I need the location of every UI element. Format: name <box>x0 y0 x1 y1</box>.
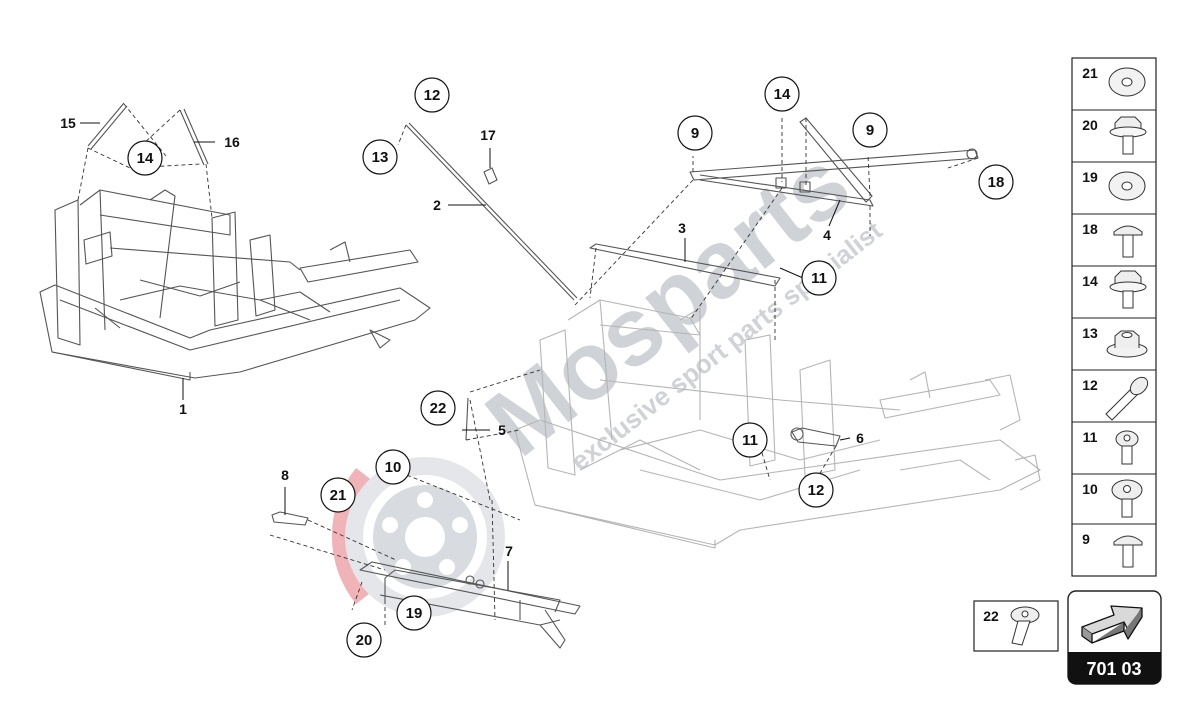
svg-text:11: 11 <box>742 432 758 449</box>
torx-screw-icon <box>1115 430 1139 465</box>
reference-code: 701 03 <box>1086 659 1141 679</box>
part-label-4: 4 <box>823 227 831 243</box>
legend-item-14: 14 <box>1082 273 1098 289</box>
svg-text:11: 11 <box>811 270 827 287</box>
callout-21[interactable]: 21 <box>320 477 356 513</box>
washer-icon <box>1108 171 1146 201</box>
svg-text:20: 20 <box>356 632 373 649</box>
svg-text:12: 12 <box>424 87 441 104</box>
part-label-3: 3 <box>678 220 686 236</box>
callout-11[interactable]: 11 <box>801 260 837 296</box>
washer-icon <box>1108 67 1146 97</box>
svg-text:9: 9 <box>691 125 699 142</box>
part-labels: 15 16 1 17 2 3 4 5 6 8 7 <box>60 115 864 559</box>
part-label-1: 1 <box>179 401 187 417</box>
part-label-17: 17 <box>480 127 496 143</box>
panel-3 <box>589 243 781 287</box>
legend-item-12: 12 <box>1082 377 1098 393</box>
svg-text:14: 14 <box>774 86 791 103</box>
legend-item-18: 18 <box>1082 221 1098 237</box>
main-frame <box>514 299 1041 549</box>
svg-text:14: 14 <box>137 150 154 167</box>
callout-12[interactable]: 12 <box>414 77 450 113</box>
callout-14[interactable]: 14 <box>127 140 163 176</box>
svg-text:19: 19 <box>406 605 423 622</box>
part-label-6: 6 <box>856 430 864 446</box>
callout-14[interactable]: 14 <box>764 76 800 112</box>
callout-9[interactable]: 9 <box>852 112 888 148</box>
rod-5 <box>465 397 469 441</box>
bracket-8 <box>271 511 309 526</box>
fastener-legend: 21 20 19 18 14 13 12 11 10 9 <box>1071 57 1157 577</box>
strut-16 <box>179 108 209 166</box>
part-label-5: 5 <box>498 422 506 438</box>
hex-bolt-collar-icon <box>1109 116 1147 155</box>
sub-frame-7 <box>359 561 581 649</box>
flange-nut-icon <box>1106 330 1148 358</box>
guide-lines <box>77 103 979 626</box>
legend-item-13: 13 <box>1082 325 1098 341</box>
callout-9[interactable]: 9 <box>677 115 713 151</box>
legend-item-19: 19 <box>1082 169 1098 185</box>
bracket-6-pivot <box>790 427 804 441</box>
long-bolt-icon <box>1105 376 1149 421</box>
callout-20[interactable]: 20 <box>346 622 382 658</box>
callout-22[interactable]: 22 <box>420 390 456 426</box>
flange-bolt-icon <box>1010 606 1040 646</box>
legend-item-22-box: 22 <box>973 600 1059 652</box>
callout-19[interactable]: 19 <box>396 595 432 631</box>
legend-item-9: 9 <box>1082 531 1090 547</box>
pan-head-screw-icon <box>1113 225 1143 258</box>
clip-17 <box>483 167 498 185</box>
svg-text:9: 9 <box>866 122 874 139</box>
pan-head-screw-icon <box>1113 535 1143 568</box>
arrow-icon <box>1081 605 1143 644</box>
svg-text:12: 12 <box>808 482 825 499</box>
part-label-16: 16 <box>224 134 240 150</box>
callout-13[interactable]: 13 <box>362 139 398 175</box>
callout-12[interactable]: 12 <box>798 472 834 508</box>
watermark-wheel-icon <box>331 457 505 617</box>
legend-item-22: 22 <box>983 608 999 624</box>
left-frame-assembly <box>39 189 431 381</box>
legend-item-20: 20 <box>1082 117 1098 133</box>
legend-item-10: 10 <box>1082 481 1098 497</box>
stay-rod-2 <box>405 122 578 301</box>
strut-15 <box>87 102 128 150</box>
torx-flange-screw-icon <box>1111 479 1143 518</box>
callout-10[interactable]: 10 <box>375 449 411 485</box>
svg-text:18: 18 <box>988 174 1005 191</box>
part-label-8: 8 <box>281 467 289 483</box>
callout-circles: 14 12 13 9 14 9 18 11 22 11 12 10 21 19 … <box>127 76 1014 658</box>
svg-text:10: 10 <box>385 459 402 476</box>
svg-text:22: 22 <box>430 400 447 417</box>
part-label-2: 2 <box>433 197 441 213</box>
svg-text:13: 13 <box>372 149 389 166</box>
legend-item-21: 21 <box>1082 65 1098 81</box>
watermark: Mosparts exclusive sport parts specialis… <box>331 129 888 617</box>
svg-text:21: 21 <box>330 487 347 504</box>
part-label-15: 15 <box>60 115 76 131</box>
callout-11[interactable]: 11 <box>732 422 768 458</box>
part-label-7: 7 <box>505 543 513 559</box>
reference-box: 701 03 <box>1067 590 1162 685</box>
legend-item-11: 11 <box>1083 429 1098 445</box>
leader-lines <box>80 122 851 590</box>
hex-bolt-collar-icon <box>1109 270 1147 309</box>
callout-18[interactable]: 18 <box>978 164 1014 200</box>
